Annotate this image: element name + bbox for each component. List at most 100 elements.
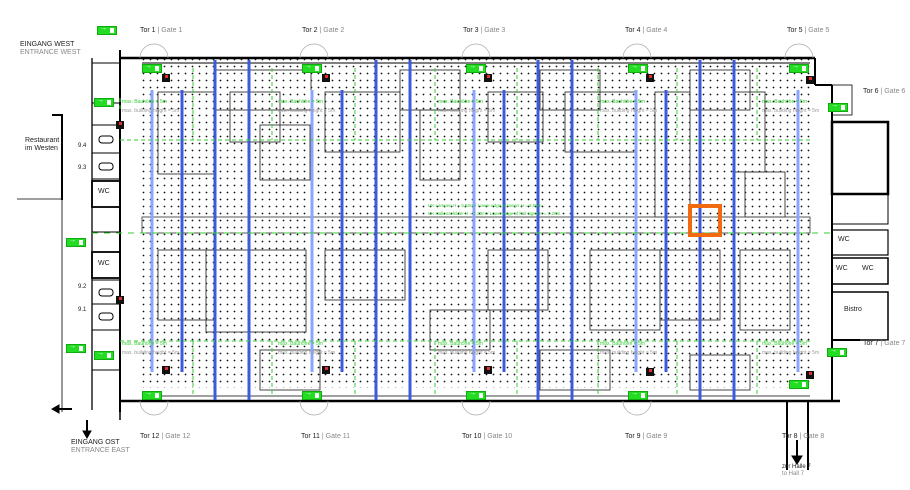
meeting-room-number: 9.2 <box>78 284 87 290</box>
gate-separator: | <box>642 27 645 34</box>
height-note-de: max. Bauhöhe = 5m <box>278 99 323 105</box>
gate-en: Gate 8 <box>803 433 825 440</box>
column <box>502 90 506 372</box>
meeting-room-9-1 <box>91 303 121 331</box>
gate-de: Tor 1 <box>140 27 156 34</box>
fire-hose-icon <box>809 77 812 80</box>
fire-equipment <box>116 74 814 379</box>
height-note-en: max. building height = 5m <box>762 350 820 356</box>
hall7-de: zur Halle 7 <box>782 464 811 470</box>
gate-12-label: Tor 12 | Gate 12 <box>140 433 190 441</box>
emergency-exit-sign <box>66 237 86 247</box>
wc-label: WC <box>836 265 848 272</box>
gate-en: Gate 11 <box>325 433 351 440</box>
emergency-exit-sign <box>94 350 114 360</box>
height-note-en: max. building height = 5m <box>438 108 496 114</box>
gate-7-label: Tor 7 | Gate 7 <box>863 340 905 348</box>
fire-hose-icon <box>649 369 652 372</box>
emergency-exit-sign <box>302 390 322 400</box>
gate-de: Tor 11 <box>301 433 320 440</box>
gate-4-label: Tor 4 | Gate 4 <box>625 27 667 35</box>
wc-label: WC <box>862 265 874 272</box>
gate-de: Tor 10 <box>462 433 482 440</box>
gate-de: Tor 6 <box>863 88 879 95</box>
arrow-down-icon <box>82 430 92 440</box>
emergency-exit-sign <box>466 63 486 73</box>
east-annex <box>786 84 890 470</box>
wc-south <box>91 251 121 279</box>
column <box>374 60 378 400</box>
gate-separator: | <box>799 433 802 440</box>
column <box>408 60 412 400</box>
fire-hose-icon <box>325 367 328 370</box>
column <box>150 90 154 372</box>
wc-label: WC <box>98 260 110 267</box>
emergency-exit-sign <box>789 379 809 389</box>
column <box>796 90 800 372</box>
emergency-exit-sign <box>94 97 114 107</box>
column <box>634 90 638 372</box>
fire-hose-icon <box>649 75 652 78</box>
gate-separator: | <box>880 88 883 95</box>
east-wc-2 <box>831 257 889 285</box>
restaurant-wall <box>52 114 63 200</box>
gate-de: Tor 12 <box>140 433 160 440</box>
restaurant-line2: im Westen <box>25 145 58 152</box>
height-note-en: max. building height = 5m <box>278 350 336 356</box>
column <box>664 90 668 372</box>
entrance-west-label: EINGANG WEST ENTRANCE WEST <box>20 41 81 57</box>
height-note-de: max. Bauhöhe = 5m <box>600 341 645 347</box>
column <box>536 60 540 400</box>
height-note-de: max. Bauhöhe = 5m <box>762 99 807 105</box>
meeting-room-number: 9.4 <box>78 143 87 149</box>
west-service-strip <box>91 62 121 371</box>
gate-separator: | <box>804 27 807 34</box>
gate-11-label: Tor 11 | Gate 11 <box>301 433 350 441</box>
gate-de: Tor 7 <box>863 340 879 347</box>
fire-hose-icon <box>325 75 328 78</box>
wc-label: WC <box>98 188 110 195</box>
height-note-de: max. Bauhöhe = 5m <box>762 341 807 347</box>
emergency-exit-sign <box>828 102 848 112</box>
meeting-room-9-2 <box>91 279 121 305</box>
entrance-arrows <box>50 404 92 440</box>
column <box>732 60 736 400</box>
gate-5-label: Tor 5 | Gate 5 <box>787 27 829 35</box>
emergency-exit-sign <box>628 63 648 73</box>
gate-en: Gate 12 <box>165 433 191 440</box>
hall7-label: zur Halle 7 to Hall 7 <box>782 464 811 478</box>
gate-de: Tor 9 <box>625 433 641 440</box>
meeting-room-9-3 <box>91 152 121 180</box>
height-note-en: max. building height = 5m <box>600 350 658 356</box>
entrance-west-en: ENTRANCE WEST <box>20 49 81 56</box>
gate-de: Tor 4 <box>625 27 641 34</box>
height-note-en: max. building height = 5m <box>122 350 180 356</box>
gate-de: Tor 2 <box>302 27 318 34</box>
entrance-west-de: EINGANG WEST <box>20 41 75 48</box>
height-note-de: max. Bauhöhe = 5m <box>600 99 645 105</box>
gate-en: Gate 7 <box>884 340 906 347</box>
height-note-de: max. Bauhöhe = 5m <box>278 341 323 347</box>
east-wc-1 <box>831 229 889 256</box>
column <box>213 60 217 400</box>
entrance-east-label: EINGANG OST ENTRANCE EAST <box>71 439 130 455</box>
bistro-label: Bistro <box>844 306 862 313</box>
gate-2-label: Tor 2 | Gate 2 <box>302 27 344 35</box>
column <box>570 60 574 400</box>
restaurant-line1: Restaurant <box>25 137 60 144</box>
gate-en: Gate 5 <box>808 27 830 34</box>
column <box>180 90 184 372</box>
gate-separator: | <box>880 340 883 347</box>
meeting-room-number: 9.3 <box>78 165 87 171</box>
highlighted-stand[interactable] <box>688 204 722 237</box>
entrance-east-en: ENTRANCE EAST <box>71 447 130 454</box>
column <box>472 90 476 372</box>
gate-en: Gate 4 <box>646 27 668 34</box>
hall-columns <box>150 60 800 400</box>
emergency-exit-sign <box>142 63 162 73</box>
emergency-exit-sign <box>466 390 486 400</box>
gate-3-label: Tor 3 | Gate 3 <box>463 27 505 35</box>
arrow-left-icon <box>50 404 60 414</box>
gate-separator: | <box>321 433 324 440</box>
